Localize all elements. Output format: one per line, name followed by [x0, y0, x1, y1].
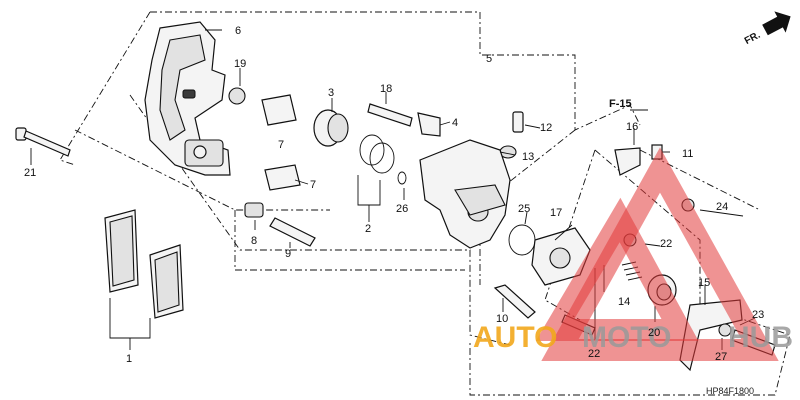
part-label-4: 4: [452, 117, 458, 129]
part-label-17: 17: [550, 207, 562, 219]
part-label-5: 5: [486, 53, 492, 65]
watermark-triangle-main: [541, 147, 779, 361]
part-label-8: 8: [251, 235, 257, 247]
front-arrow-icon: [762, 11, 791, 36]
front-direction-indicator: FR.: [743, 11, 791, 47]
part-label-3: 3: [328, 87, 334, 99]
bleeder-and-fittings: [367, 103, 524, 159]
part-label-14: 14: [618, 296, 630, 308]
delay-valve-assembly: [508, 144, 695, 286]
part-label-19: 19: [234, 58, 246, 70]
part-label-26: 26: [396, 203, 408, 215]
watermark-moto-text: MOTO: [582, 321, 671, 354]
drawing-code: HP84F1800: [706, 386, 754, 396]
part-label-24: 24: [716, 201, 728, 213]
part-label-18: 18: [380, 83, 392, 95]
part-label-22b: 22: [588, 348, 600, 360]
part-labels: 1 2 3 4 5 6 7 7 8 9 10 11 12 13 14 15 16…: [24, 25, 764, 365]
small-hardware: [228, 87, 316, 247]
part-label-7a: 7: [278, 139, 284, 151]
bolt-21: [15, 127, 71, 157]
part-label-6: 6: [235, 25, 241, 37]
caliper-bracket: [144, 21, 231, 176]
watermark: AUTO MOTO HUB: [473, 147, 793, 361]
part-label-20: 20: [648, 327, 660, 339]
part-label-1: 1: [126, 353, 132, 365]
part-label-7b: 7: [310, 179, 316, 191]
part-label-11: 11: [682, 148, 693, 160]
part-label-27: 27: [715, 351, 727, 363]
part-label-22a: 22: [660, 238, 672, 250]
piston-and-seals: [313, 109, 407, 185]
brake-pad-set: [104, 209, 184, 319]
part-label-13: 13: [522, 151, 534, 163]
part-label-9: 9: [285, 248, 291, 260]
caliper-body: [419, 139, 511, 249]
part-label-21: 21: [24, 167, 36, 179]
part-label-10: 10: [496, 313, 508, 325]
watermark-triangle-left: [535, 197, 699, 341]
front-label: FR.: [743, 30, 763, 47]
reference-f15: F-15: [609, 98, 632, 110]
part-label-12: 12: [540, 122, 552, 134]
part-label-25: 25: [518, 203, 530, 215]
part-label-16: 16: [626, 121, 638, 133]
watermark-hub-text: HUB: [728, 321, 793, 354]
reference-label: F-15: [609, 98, 648, 111]
part-label-2: 2: [365, 223, 371, 235]
part-label-23: 23: [752, 309, 764, 321]
part-label-15: 15: [698, 277, 710, 289]
watermark-auto-text: AUTO: [473, 321, 557, 354]
